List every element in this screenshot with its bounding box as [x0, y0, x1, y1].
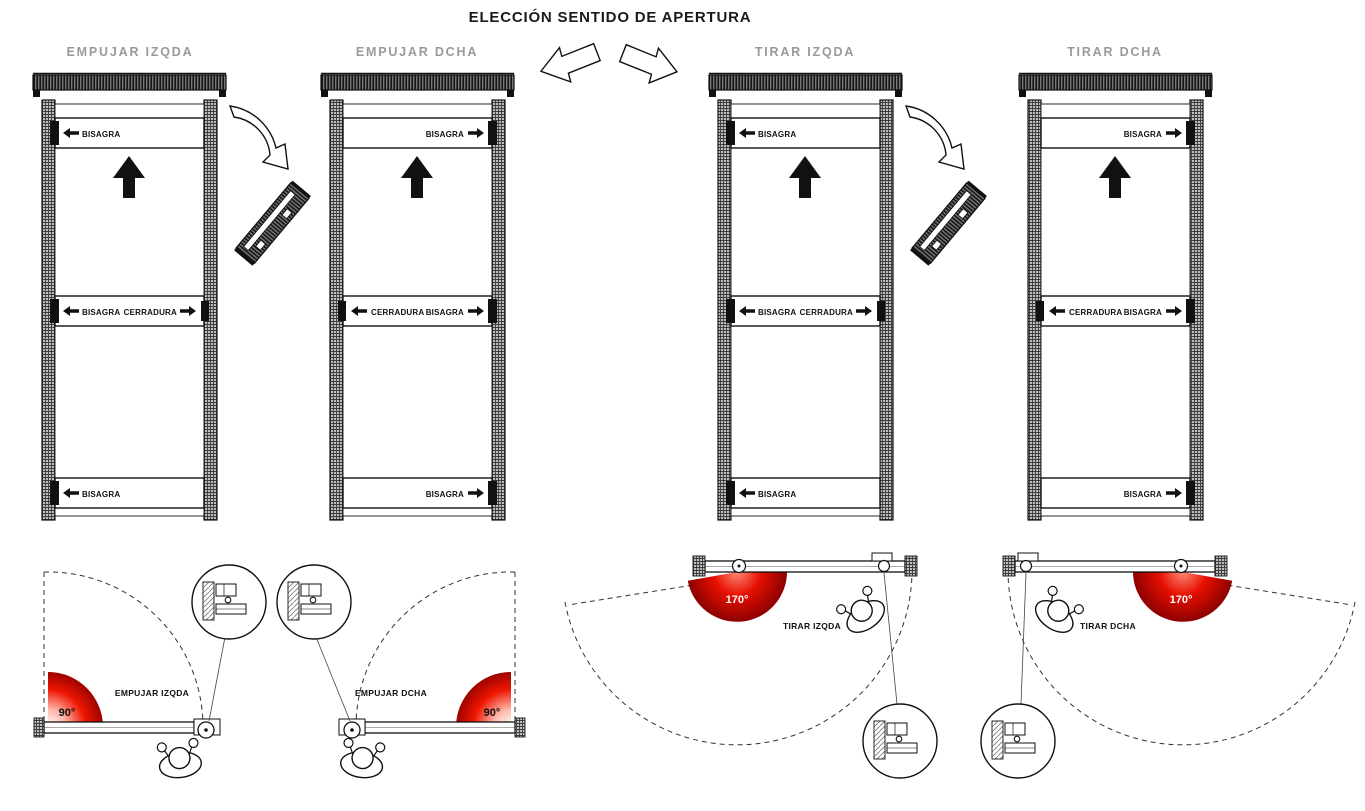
bisagra-label: BISAGRA	[82, 130, 120, 139]
tilted-lintel	[910, 180, 987, 266]
door-head-rail	[32, 74, 227, 91]
person-figure	[338, 737, 387, 781]
door-elevation-tirar-izqda: BISAGRA BISAGRA CERRADURA BISAGRA	[708, 72, 903, 521]
person-figure	[833, 583, 891, 640]
cerradura-label: CERRADURA	[124, 308, 177, 317]
tilted-lintel	[234, 180, 311, 266]
cerradura-label: CERRADURA	[800, 308, 853, 317]
leader-line	[315, 636, 351, 722]
wall-block	[33, 717, 45, 738]
bisagra-label: BISAGRA	[1124, 490, 1162, 499]
plan-tirar-dcha: 170° TIRAR DCHA	[980, 552, 1356, 779]
plan-label: TIRAR DCHA	[1080, 621, 1136, 631]
bisagra-label: BISAGRA	[426, 490, 464, 499]
bisagra-label: BISAGRA	[758, 490, 796, 499]
hinge-mark-bottom	[488, 481, 497, 505]
angle-label: 170°	[1170, 594, 1193, 606]
bisagra-label: BISAGRA	[1124, 130, 1162, 139]
hinge-mark-bottom	[726, 481, 735, 505]
plan-label: EMPUJAR IZQDA	[115, 688, 189, 698]
person-figure	[1029, 583, 1087, 640]
door-elevation-tirar-dcha: BISAGRA CERRADURA BISAGRA BISAGRA	[1018, 72, 1213, 521]
section-detail-circle	[862, 703, 938, 779]
hinge-mark-top	[488, 121, 497, 145]
plan-empujar-dcha: 90° EMPUJAR DCHA	[276, 564, 526, 781]
door-elevation-empujar-izqda: BISAGRA BISAGRA CERRADURA BISAGRA	[32, 72, 227, 521]
hinge-mark-middle	[726, 299, 735, 323]
wall-block	[1002, 555, 1016, 577]
angle-label: 90°	[59, 707, 76, 719]
angle-wedge-170	[687, 572, 787, 622]
swing-arc	[1007, 571, 1356, 746]
lock-hardware	[871, 552, 893, 562]
section-detail-circle	[191, 564, 267, 640]
header-empujar-dcha: EMPUJAR DCHA	[356, 45, 478, 59]
leader-line	[883, 572, 898, 705]
plan-label: EMPUJAR DCHA	[355, 688, 427, 698]
leader-line	[208, 636, 226, 722]
section-detail-circle	[980, 703, 1056, 779]
angle-wedge-170	[1133, 572, 1233, 622]
person-figure	[155, 737, 204, 781]
lock-hardware	[1017, 552, 1039, 562]
hinge-mark-middle	[488, 299, 497, 323]
wall-block	[1214, 555, 1228, 577]
angle-label: 90°	[484, 707, 501, 719]
page-title: ELECCIÓN SENTIDO DE APERTURA	[469, 8, 752, 26]
lock-strike-mark	[1036, 301, 1044, 321]
bisagra-label: BISAGRA	[82, 308, 120, 317]
angle-label: 170°	[726, 594, 749, 606]
hinge-mark-middle	[50, 299, 59, 323]
section-detail-circle	[276, 564, 352, 640]
rotation-arrow-icon	[904, 105, 965, 170]
hinge-mark-top	[1186, 121, 1195, 145]
header-empujar-izqda: EMPUJAR IZQDA	[67, 45, 194, 59]
header-tirar-izqda: TIRAR IZQDA	[755, 45, 855, 59]
door-head-rail	[1018, 74, 1213, 91]
plan-tirar-izqda: 170° TIRAR IZQDA	[564, 552, 938, 779]
plan-label: TIRAR IZQDA	[783, 621, 841, 631]
bisagra-label: BISAGRA	[1124, 308, 1162, 317]
hinge-mark-top	[50, 121, 59, 145]
header-tirar-dcha: TIRAR DCHA	[1067, 45, 1163, 59]
door-head-rail	[320, 74, 515, 91]
cerradura-label: CERRADURA	[1069, 308, 1122, 317]
hinge-mark-middle	[1186, 299, 1195, 323]
direction-arrow-left-icon	[539, 42, 602, 84]
hinge-mark-bottom	[1186, 481, 1195, 505]
wall-block	[692, 555, 706, 577]
wall-block	[904, 555, 918, 577]
rotation-arrow-icon	[228, 105, 289, 170]
hinge-mark-top	[726, 121, 735, 145]
bisagra-label: BISAGRA	[758, 130, 796, 139]
lock-strike-mark	[201, 301, 209, 321]
angle-wedge-90	[48, 672, 103, 727]
bisagra-label: BISAGRA	[82, 490, 120, 499]
wall-block	[514, 717, 526, 738]
door-head-rail	[708, 74, 903, 91]
angle-wedge-90	[456, 672, 511, 727]
swing-arc	[564, 571, 913, 746]
plan-empujar-izqda: 90° EMPUJAR IZQDA	[33, 564, 267, 781]
hinge-mark-bottom	[50, 481, 59, 505]
door-elevation-empujar-dcha: BISAGRA CERRADURA BISAGRA BISAGRA	[320, 72, 515, 521]
bisagra-label: BISAGRA	[758, 308, 796, 317]
lock-strike-mark	[338, 301, 346, 321]
bisagra-label: BISAGRA	[426, 308, 464, 317]
lock-strike-mark	[877, 301, 885, 321]
bisagra-label: BISAGRA	[426, 130, 464, 139]
leader-line	[1020, 572, 1027, 705]
direction-arrow-right-icon	[618, 43, 679, 85]
cerradura-label: CERRADURA	[371, 308, 424, 317]
